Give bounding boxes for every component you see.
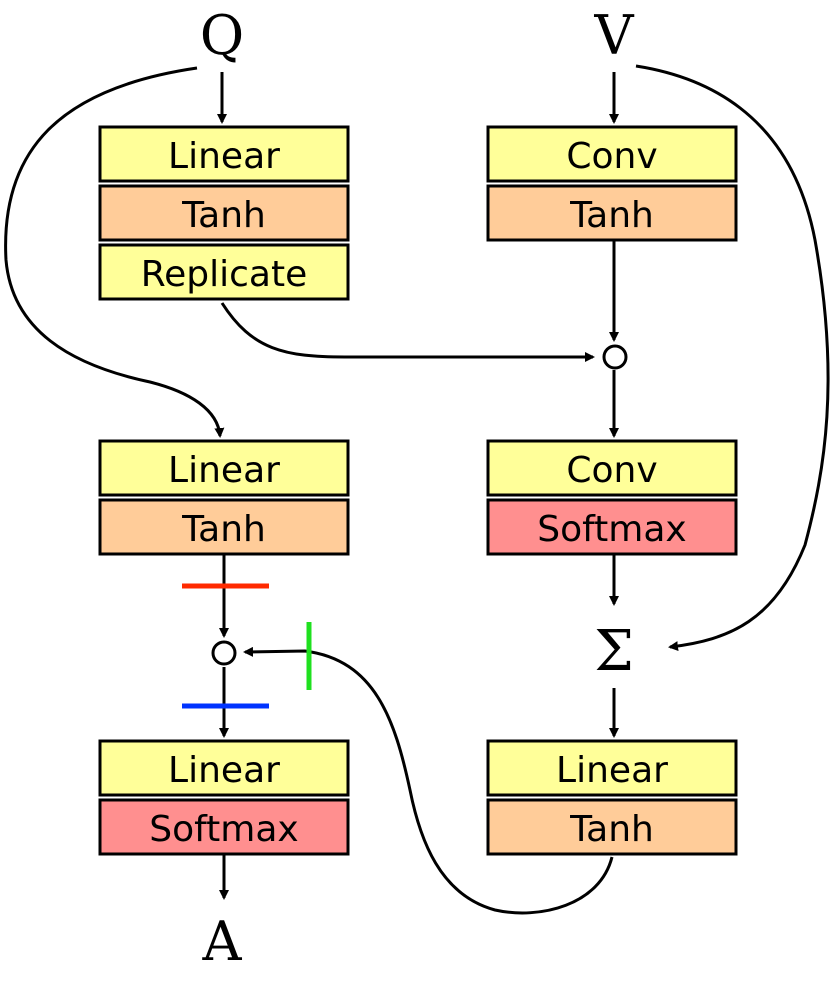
q-input-label: Q [200,4,244,67]
conv-block [486,439,738,497]
tanh-block [98,184,350,242]
tanh-to-left-product-arrow [243,646,614,915]
right-bottom-stack: Linear Tanh [486,739,738,856]
sum-node: Σ [594,619,634,684]
right-top-stack: Conv Tanh [486,125,738,242]
linear-block-label: Linear [168,136,280,177]
left-product-node [211,640,237,666]
linear-block [486,739,738,797]
tanh-block [98,498,350,556]
tanh-block [486,798,738,856]
linear-block [98,739,350,797]
softmax-block-label: Softmax [149,809,298,850]
q-skip-arrow [4,66,225,438]
right-mid-stack: Conv Softmax [486,439,738,556]
left-mid-stack: Linear Tanh [98,439,350,556]
softmax-block [98,798,350,856]
linear-block-label: Linear [168,750,280,791]
left-top-stack: Linear Tanh Replicate [98,125,350,301]
right-product-node [602,344,628,370]
softmax-block-label: Softmax [537,509,686,550]
tanh-block-label: Tanh [181,509,266,550]
tanh-block-label: Tanh [569,195,654,236]
conv-block-label: Conv [566,450,657,491]
tanh-block [486,184,738,242]
conv-block-label: Conv [566,136,657,177]
v-input-label: V [594,4,635,67]
replicate-block [98,243,350,301]
linear-block [98,439,350,497]
softmax-block [486,498,738,556]
tanh-block-label: Tanh [181,195,266,236]
replicate-block-label: Replicate [141,254,308,295]
tanh-block-label: Tanh [569,809,654,850]
linear-block [98,125,350,183]
linear-block-label: Linear [556,750,668,791]
replicate-to-product-arrow [220,302,595,362]
conv-block [486,125,738,183]
linear-block-label: Linear [168,450,280,491]
v-skip-arrow [635,64,830,652]
a-output-label: A [202,910,243,973]
left-bottom-stack: Linear Softmax [98,739,350,856]
